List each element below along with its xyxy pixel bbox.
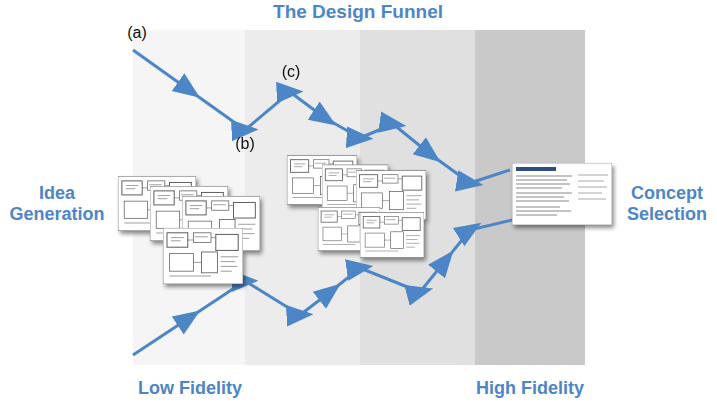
funnel-line xyxy=(133,50,512,355)
callout-letter: (c) xyxy=(282,63,301,81)
stage-label: Concept Selection xyxy=(621,183,713,224)
callout-letter: (b) xyxy=(235,135,255,153)
sketch-thumbnails xyxy=(118,156,612,285)
stage-label: Idea Generation xyxy=(3,183,111,224)
callout-letter: (a) xyxy=(127,24,147,42)
diagram-title: The Design Funnel xyxy=(273,1,443,23)
axis-label: Low Fidelity xyxy=(138,378,242,399)
axis-label: High Fidelity xyxy=(476,378,584,399)
